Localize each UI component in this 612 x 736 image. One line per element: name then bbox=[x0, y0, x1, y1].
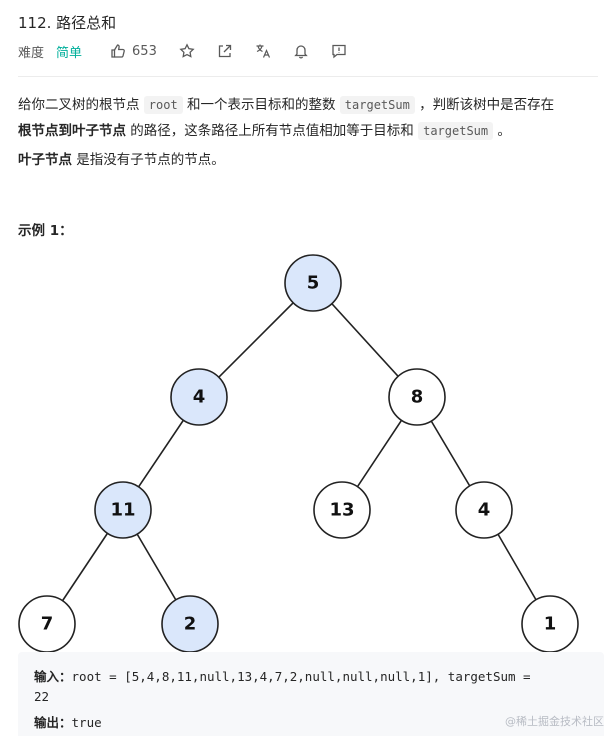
output-line: 输出：true bbox=[34, 712, 102, 731]
node-label: 5 bbox=[307, 273, 320, 294]
tree-node bbox=[455, 481, 513, 539]
desc-text: 给你二叉树的根节点 bbox=[18, 97, 140, 113]
code-root: root bbox=[143, 96, 183, 114]
desc-text: 和一个表示目标和的整数 bbox=[187, 97, 336, 113]
tree-node bbox=[161, 595, 219, 652]
share-icon bbox=[218, 44, 232, 58]
tree-node bbox=[284, 254, 342, 312]
desc-text: ，判断该树中是否存在 bbox=[419, 97, 555, 113]
desc-text: 是指没有子节点的节点。 bbox=[76, 152, 225, 168]
node-label: 8 bbox=[411, 387, 424, 408]
desc-bold: 根节点到叶子节点 bbox=[18, 123, 126, 139]
bell-icon bbox=[294, 45, 308, 59]
code-targetsum: targetSum bbox=[418, 122, 494, 140]
node-label: 4 bbox=[478, 500, 491, 521]
input-value-cont: 22 bbox=[34, 689, 50, 704]
example-title: 示例 1： bbox=[18, 223, 73, 239]
output-label: 输出： bbox=[34, 715, 72, 730]
node-label: 4 bbox=[193, 387, 206, 408]
input-value: root = [5,4,8,11,null,13,4,7,2,null,null… bbox=[71, 669, 531, 684]
input-line: 输入：root = [5,4,8,11,null,13,4,7,2,null,n… bbox=[34, 666, 531, 685]
node-label: 13 bbox=[329, 500, 354, 521]
watermark: @稀土掘金技术社区 bbox=[505, 715, 604, 728]
problem-title: 112. 路径总和 bbox=[18, 14, 117, 32]
problem-description: 给你二叉树的根节点 root 和一个表示目标和的整数 targetSum ，判断… bbox=[18, 92, 604, 144]
star-icon bbox=[179, 43, 195, 58]
node-label: 7 bbox=[41, 614, 54, 635]
feedback-button[interactable] bbox=[331, 43, 347, 59]
translate-icon bbox=[256, 44, 270, 58]
tree-node bbox=[521, 595, 579, 652]
input-label: 输入： bbox=[34, 669, 72, 684]
desc-text: 。 bbox=[497, 123, 511, 139]
divider bbox=[18, 76, 598, 77]
desc-bold: 叶子节点 bbox=[18, 152, 72, 168]
translate-button[interactable] bbox=[255, 43, 271, 59]
tree-node bbox=[170, 368, 228, 426]
output-value: true bbox=[71, 715, 102, 730]
input-line-cont: 22 bbox=[34, 689, 49, 704]
difficulty-label: 难度 bbox=[18, 45, 45, 61]
desc-text: 的路径，这条路径上所有节点值相加等于目标和 bbox=[130, 123, 414, 139]
like-count: 653 bbox=[132, 43, 157, 59]
node-label: 1 bbox=[544, 614, 557, 635]
example-io-block: 输入：root = [5,4,8,11,null,13,4,7,2,null,n… bbox=[18, 652, 604, 736]
binary-tree-diagram: 5 4 8 11 13 4 7 2 1 bbox=[18, 254, 579, 652]
share-button[interactable] bbox=[217, 43, 233, 59]
feedback-icon bbox=[332, 44, 346, 59]
node-label: 2 bbox=[184, 614, 197, 635]
tree-node bbox=[388, 368, 446, 426]
code-targetsum: targetSum bbox=[339, 96, 415, 114]
node-label: 11 bbox=[110, 500, 135, 521]
like-button[interactable]: 653 bbox=[110, 43, 157, 59]
difficulty-badge: 简单 bbox=[56, 45, 83, 61]
favorite-button[interactable] bbox=[179, 43, 195, 59]
leaf-definition: 叶子节点 是指没有子节点的节点。 bbox=[18, 148, 225, 168]
tree-node bbox=[94, 481, 152, 539]
tree-node bbox=[18, 595, 76, 652]
thumbs-up-icon bbox=[111, 44, 125, 58]
tree-node bbox=[313, 481, 371, 539]
notify-button[interactable] bbox=[293, 43, 309, 59]
problem-meta-bar: 难度 简单 653 bbox=[18, 42, 347, 61]
